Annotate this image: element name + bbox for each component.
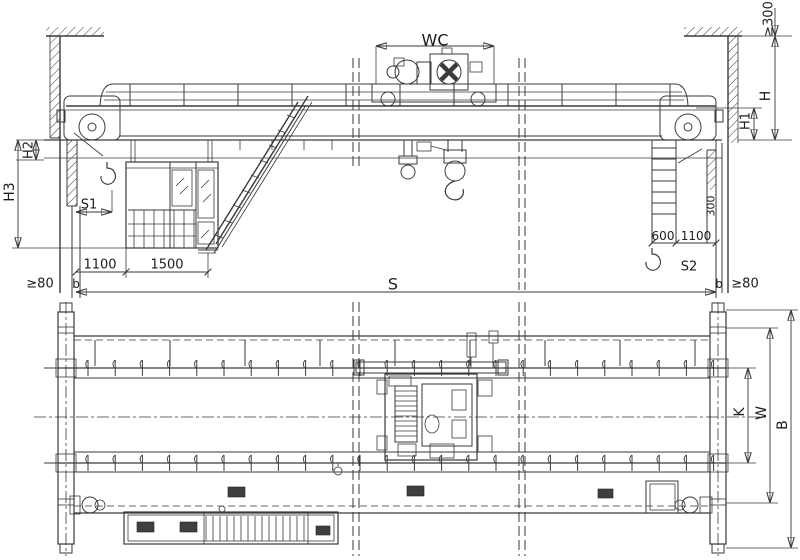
trolley-wheel (470, 91, 486, 107)
access-stairs (198, 95, 313, 254)
end-carriages-plan (55, 302, 729, 556)
buffer-left (56, 109, 66, 123)
cab-window (171, 169, 193, 207)
dim-k-label: K (732, 407, 748, 417)
crane-wheel-left (78, 113, 106, 141)
name-plate (179, 521, 198, 533)
dim-1100-left-label: 1100 (83, 258, 116, 273)
dim-span-label: S (388, 275, 398, 294)
girders-plan (34, 302, 766, 556)
name-plate (136, 521, 155, 533)
limit-switch-icon (218, 505, 226, 513)
trolley-plan (353, 330, 509, 461)
walkway-platform-plan (69, 463, 713, 545)
dimension-labels: WC ≥300 H H1 H2 H3 S1 1100 1500 ≥80 b S … (2, 1, 791, 430)
name-plate (227, 486, 246, 498)
dim-trolley-gauge-label: WC (422, 31, 449, 50)
buffer-right (714, 109, 724, 123)
operator-cab (125, 161, 219, 249)
rope-pulley (400, 164, 416, 180)
name-plate (597, 488, 614, 499)
dim-s2-label: S2 (681, 260, 698, 275)
dim-rail-b-left-label: b (72, 277, 80, 291)
electrical-cabinet (645, 480, 679, 514)
dim-top-clearance-label: ≥300 (762, 1, 777, 37)
fan-icon (436, 59, 462, 85)
travel-motor-right (681, 496, 699, 514)
trolley-wheel (380, 91, 396, 107)
crane-hook-icon (444, 180, 464, 201)
name-plate (406, 485, 425, 497)
dim-rail-b-right-label: b (715, 277, 723, 291)
balcony-rails (133, 209, 195, 249)
hook-limit-icon (100, 161, 117, 185)
name-plate (315, 525, 331, 536)
plan-dimensions (726, 309, 798, 549)
hook-limit-icon (645, 247, 662, 271)
trolley-elevation (371, 47, 497, 107)
elevation-view (12, 8, 792, 298)
hook-block (398, 140, 467, 201)
travel-motor-left (81, 496, 99, 514)
limit-switch-icon (333, 466, 343, 476)
crane-wheel-right (674, 113, 702, 141)
dim-h-label: H (758, 91, 774, 102)
dim-s1-label: S1 (81, 198, 98, 213)
dim-300-label: 300 (705, 196, 718, 217)
hoist-motor (394, 59, 420, 85)
dim-w-label: W (754, 406, 770, 420)
end-truck-left (63, 95, 121, 141)
railing-posts (129, 83, 671, 107)
dim-h1-label: H1 (739, 112, 754, 130)
cab-window (197, 221, 215, 245)
grating-ribs (205, 515, 305, 542)
dim-1100-right-label: 1100 (681, 229, 712, 243)
dim-clearance-right-label: ≥80 (731, 277, 758, 292)
rope-drum (394, 390, 418, 437)
elevation-dimensions (12, 8, 792, 292)
access-ladder (651, 140, 677, 243)
building-structure (44, 27, 742, 298)
dim-b-label: B (775, 420, 791, 430)
dim-h3-label: H3 (2, 182, 18, 201)
dim-clearance-left-label: ≥80 (26, 277, 53, 292)
dim-1500-label: 1500 (150, 258, 183, 273)
plan-view (34, 302, 798, 556)
hook-pulley (444, 160, 466, 182)
bridge-girder-elevation (44, 58, 724, 290)
dim-h2-label: H2 (22, 141, 37, 159)
dim-600-label: 600 (652, 229, 675, 243)
cab-window (197, 169, 215, 219)
